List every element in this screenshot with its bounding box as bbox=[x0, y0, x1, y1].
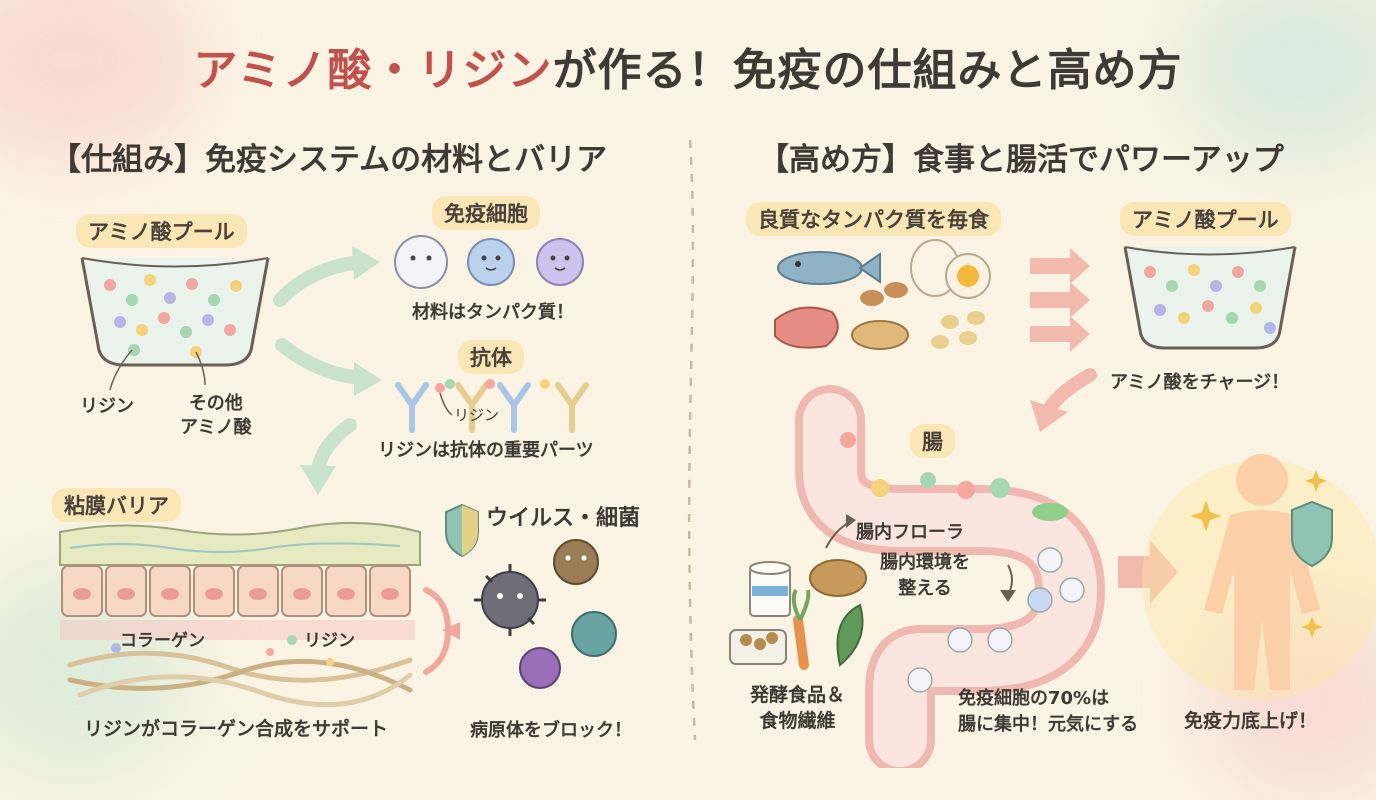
other-amino-label: その他 アミノ酸 bbox=[180, 392, 252, 440]
immune-cells-caption: 材料はタンパク質！ bbox=[412, 302, 574, 323]
blue-cell-icon bbox=[467, 238, 515, 286]
meat-icon bbox=[774, 306, 839, 349]
epithelial-cells bbox=[61, 565, 411, 617]
arrows-pink bbox=[1030, 248, 1178, 604]
env-label-line1: 腸内環境を bbox=[880, 552, 970, 573]
protein-foods bbox=[774, 239, 991, 350]
title-highlight: アミノ酸・リジン bbox=[193, 45, 553, 96]
diagram-artwork bbox=[59, 139, 1376, 768]
amino-acid-dots bbox=[104, 274, 242, 358]
mucosa-barrier bbox=[59, 521, 460, 708]
pathogen-icons bbox=[474, 539, 617, 689]
protein-label: 良質なタンパク質を毎食 bbox=[746, 202, 1001, 236]
gut-caption-line1: 免疫細胞の70%は bbox=[958, 688, 1110, 709]
ferment-label-line1: 発酵食品＆ bbox=[750, 684, 846, 706]
virus-teal-icon bbox=[571, 611, 617, 657]
antibody-caption: リジンは抗体の重要パーツ bbox=[378, 440, 594, 461]
right-heading: 【高め方】食事と腸活でパワーアップ bbox=[758, 142, 1284, 178]
antibody-label: 抗体 bbox=[458, 340, 524, 374]
other-label-line1: その他 bbox=[188, 393, 243, 414]
immune-cells bbox=[394, 235, 584, 289]
amino-acid-pool-left bbox=[80, 257, 270, 391]
collagen-fibers bbox=[67, 650, 413, 708]
antibody-icons bbox=[395, 382, 589, 433]
amino-acid-pool-right bbox=[1123, 246, 1297, 350]
flora-label: 腸内フローラ bbox=[856, 522, 964, 543]
lysine-label: リジン bbox=[80, 396, 134, 417]
block-caption: 病原体をブロック！ bbox=[470, 720, 632, 741]
virus-brown-icon bbox=[553, 539, 599, 585]
mucosa-lysine-label: リジン bbox=[304, 631, 355, 651]
antibody-lysine-dots bbox=[435, 379, 550, 416]
left-heading: 【仕組み】免疫システムの材料とバリア bbox=[50, 142, 608, 178]
virus-label: ウイルス・細菌 bbox=[486, 506, 641, 531]
shield-icon-right bbox=[1291, 500, 1333, 568]
gut-bacteria bbox=[840, 432, 1085, 693]
arrows-green bbox=[273, 246, 382, 495]
env-label-line2: 整える bbox=[898, 578, 952, 599]
mucosa-label: 粘膜バリア bbox=[52, 488, 181, 522]
env-label: 腸内環境を 整える bbox=[880, 550, 970, 602]
boost-caption: 免疫力底上げ！ bbox=[1184, 710, 1318, 732]
gut-label: 腸 bbox=[910, 424, 955, 458]
shield-icon-left bbox=[445, 503, 479, 558]
charge-caption: アミノ酸をチャージ！ bbox=[1110, 372, 1290, 393]
title-rest: が作る！免疫の仕組みと高め方 bbox=[552, 45, 1183, 96]
pool-label-left: アミノ酸プール bbox=[76, 214, 247, 248]
potato-icon bbox=[809, 559, 867, 597]
leafy-green-icon bbox=[836, 603, 864, 667]
sparkle-icons bbox=[1190, 470, 1327, 638]
ferment-label: 発酵食品＆ 食物繊維 bbox=[750, 682, 845, 734]
carrot-icon bbox=[793, 615, 809, 670]
immune-cells-label: 免疫細胞 bbox=[432, 196, 540, 230]
mucosa-caption: リジンがコラーゲン合成をサポート bbox=[84, 718, 389, 740]
peanut-icon bbox=[851, 320, 909, 350]
page-title: アミノ酸・リジンが作る！免疫の仕組みと高め方 bbox=[0, 34, 1376, 98]
other-label-line2: アミノ酸 bbox=[180, 417, 252, 438]
gut-caption-line2: 腸に集中！元気にする bbox=[958, 714, 1139, 735]
pool-label-right: アミノ酸プール bbox=[1120, 202, 1291, 236]
antibody-lysine-label: リジン bbox=[454, 406, 500, 424]
virus-purple-icon bbox=[519, 647, 561, 689]
body-figure bbox=[1142, 454, 1376, 700]
intestine bbox=[795, 385, 1106, 768]
collagen-label: コラーゲン bbox=[120, 631, 205, 651]
ferment-label-line2: 食物繊維 bbox=[759, 710, 836, 732]
gut-caption: 免疫細胞の70%は 腸に集中！元気にする bbox=[958, 686, 1138, 738]
fish-icon bbox=[777, 251, 863, 285]
white-cell-icon bbox=[394, 235, 448, 289]
purple-cell-icon bbox=[536, 238, 584, 286]
fermented-foods bbox=[729, 514, 1016, 670]
center-divider bbox=[687, 139, 697, 741]
